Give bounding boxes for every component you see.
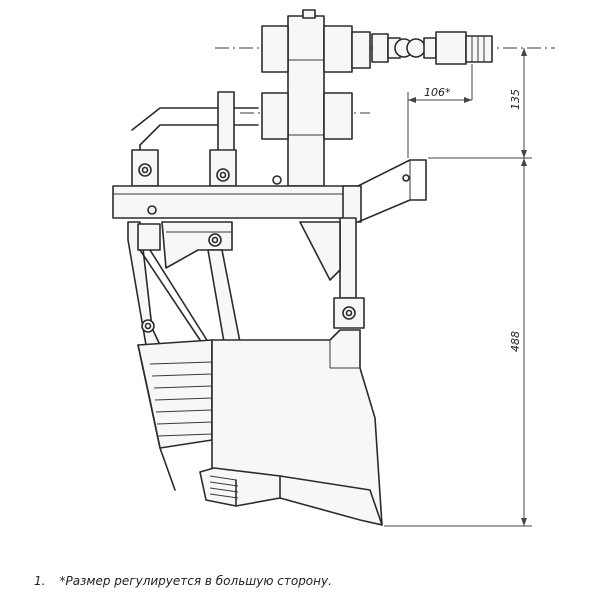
inner-vertical-rod [207,249,241,343]
dimension-488: 488 [509,158,527,526]
upper-hitch-pin [131,91,259,159]
dimension-135-label: 135 [509,89,522,110]
pto-universal-joint [371,31,493,65]
gearbox-column [287,9,325,187]
right-mount-bracket [357,159,427,223]
ribbed-roller [137,339,213,491]
right-strut [333,217,365,329]
upper-gearbox-housing [261,25,371,73]
dimension-488-label: 488 [509,331,522,352]
center-hitch-bracket [209,149,282,187]
footnote-text: *Размер регулируется в большую сторону. [59,574,332,588]
footnote-number: 1. [34,574,46,588]
lower-gearbox-housing [261,92,353,140]
footnote: 1. *Размер регулируется в большую сторону… [34,574,346,588]
left-hitch-bracket [131,149,159,187]
main-frame-beam [112,185,362,223]
dimension-106-label: 106* [424,86,451,99]
diagonal-brace [299,221,341,281]
lower-ribbed-tine [199,467,281,507]
dimension-106: 106* [407,64,473,158]
dimension-135: 135 [509,48,527,158]
